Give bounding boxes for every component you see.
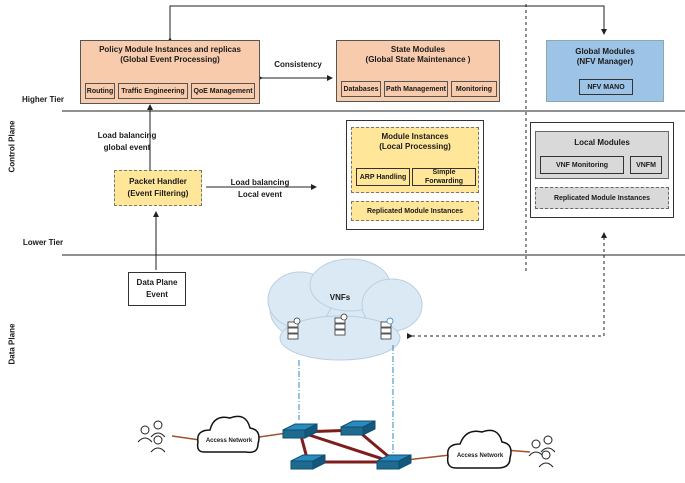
policy-module-box: Policy Module Instances and replicas (Gl… [80, 40, 260, 104]
lower-tier-label: Lower Tier [22, 238, 64, 247]
lb-local-label-1: Load balancing [230, 178, 290, 187]
packet-handler-line-2: (Event Filtering) [127, 189, 189, 198]
vnfs-label: VNFs [329, 293, 351, 302]
users-right-icon [528, 435, 556, 468]
policy-item-qoe-management: QoE Management [191, 83, 255, 99]
global-title-1: Global Modules [575, 47, 635, 56]
module-instances-title-2: (Local Processing) [379, 142, 451, 151]
server-gear-icon-2 [334, 313, 348, 336]
policy-item-traffic-engineering: Traffic Engineering [118, 83, 188, 99]
module-instances-container: Module Instances (Local Processing) ARP … [346, 120, 484, 230]
global-title-2: (NFV Manager) [576, 57, 634, 66]
state-item-databases: Databases [341, 81, 381, 97]
policy-title-2: (Global Event Processing) [120, 55, 220, 64]
control-plane-label: Control Plane [7, 120, 17, 173]
data-plane-event-line-2: Event [146, 290, 168, 299]
data-plane-label: Data Plane [7, 323, 17, 365]
server-network-icon [380, 317, 394, 340]
local-modules-title: Local Modules [574, 138, 630, 147]
policy-title-1: Policy Module Instances and replicas [99, 45, 241, 54]
local-modules-box: Local Modules VNF Monitoring VNFM [535, 131, 669, 179]
switch-2 [340, 420, 376, 436]
server-gear-icon-1 [287, 317, 301, 340]
replicated-module-instances-box: Replicated Module Instances [351, 201, 479, 221]
data-plane-event-line-1: Data Plane [136, 278, 178, 287]
state-title-1: State Modules [390, 45, 446, 54]
local-modules-container: Local Modules VNF Monitoring VNFM Replic… [530, 122, 674, 218]
replicated-local-instances-box: Replicated Module Instances [535, 187, 669, 209]
vnf-local-arrow [407, 232, 607, 339]
packet-handler-box: Packet Handler (Event Filtering) [114, 170, 202, 206]
lb-global-label-2: global event [103, 143, 151, 152]
top-loop-arrow [167, 5, 607, 43]
module-instances-box: Module Instances (Local Processing) ARP … [351, 127, 479, 193]
state-title-2: (Global State Maintenance ) [365, 55, 471, 64]
consistency-label: Consistency [274, 60, 322, 69]
simple-forwarding-box: Simple Forwarding [412, 168, 476, 186]
users-left-icon [137, 420, 166, 453]
switch-4 [376, 454, 412, 470]
higher-tier-label: Higher Tier [21, 95, 65, 104]
switch-1 [282, 423, 318, 439]
vnfm-box: VNFM [630, 156, 662, 174]
module-instances-title-1: Module Instances [381, 132, 449, 141]
global-modules-box: Global Modules (NFV Manager) NFV MANO [546, 40, 664, 102]
lb-local-label-2: Local event [237, 190, 282, 199]
arp-handling-box: ARP Handling [356, 168, 410, 186]
access-network-right-label: Access Network [456, 453, 504, 459]
state-item-monitoring: Monitoring [451, 81, 497, 97]
data-plane-event-box: Data Plane Event [128, 272, 186, 306]
switch-3 [290, 454, 326, 470]
access-network-left-cloud [196, 415, 260, 454]
policy-item-routing: Routing [85, 83, 115, 99]
state-modules-box: State Modules (Global State Maintenance … [336, 40, 500, 102]
packet-handler-line-1: Packet Handler [129, 177, 187, 186]
access-network-left-label: Access Network [205, 438, 253, 444]
lb-global-label-1: Load balancing [97, 131, 157, 140]
state-item-path-management: Path Management [384, 81, 448, 97]
vnf-monitoring-box: VNF Monitoring [540, 156, 624, 174]
vnf-cloud [267, 258, 423, 361]
access-network-right-cloud [446, 429, 512, 469]
nfv-mano-box: NFV MANO [579, 79, 633, 95]
